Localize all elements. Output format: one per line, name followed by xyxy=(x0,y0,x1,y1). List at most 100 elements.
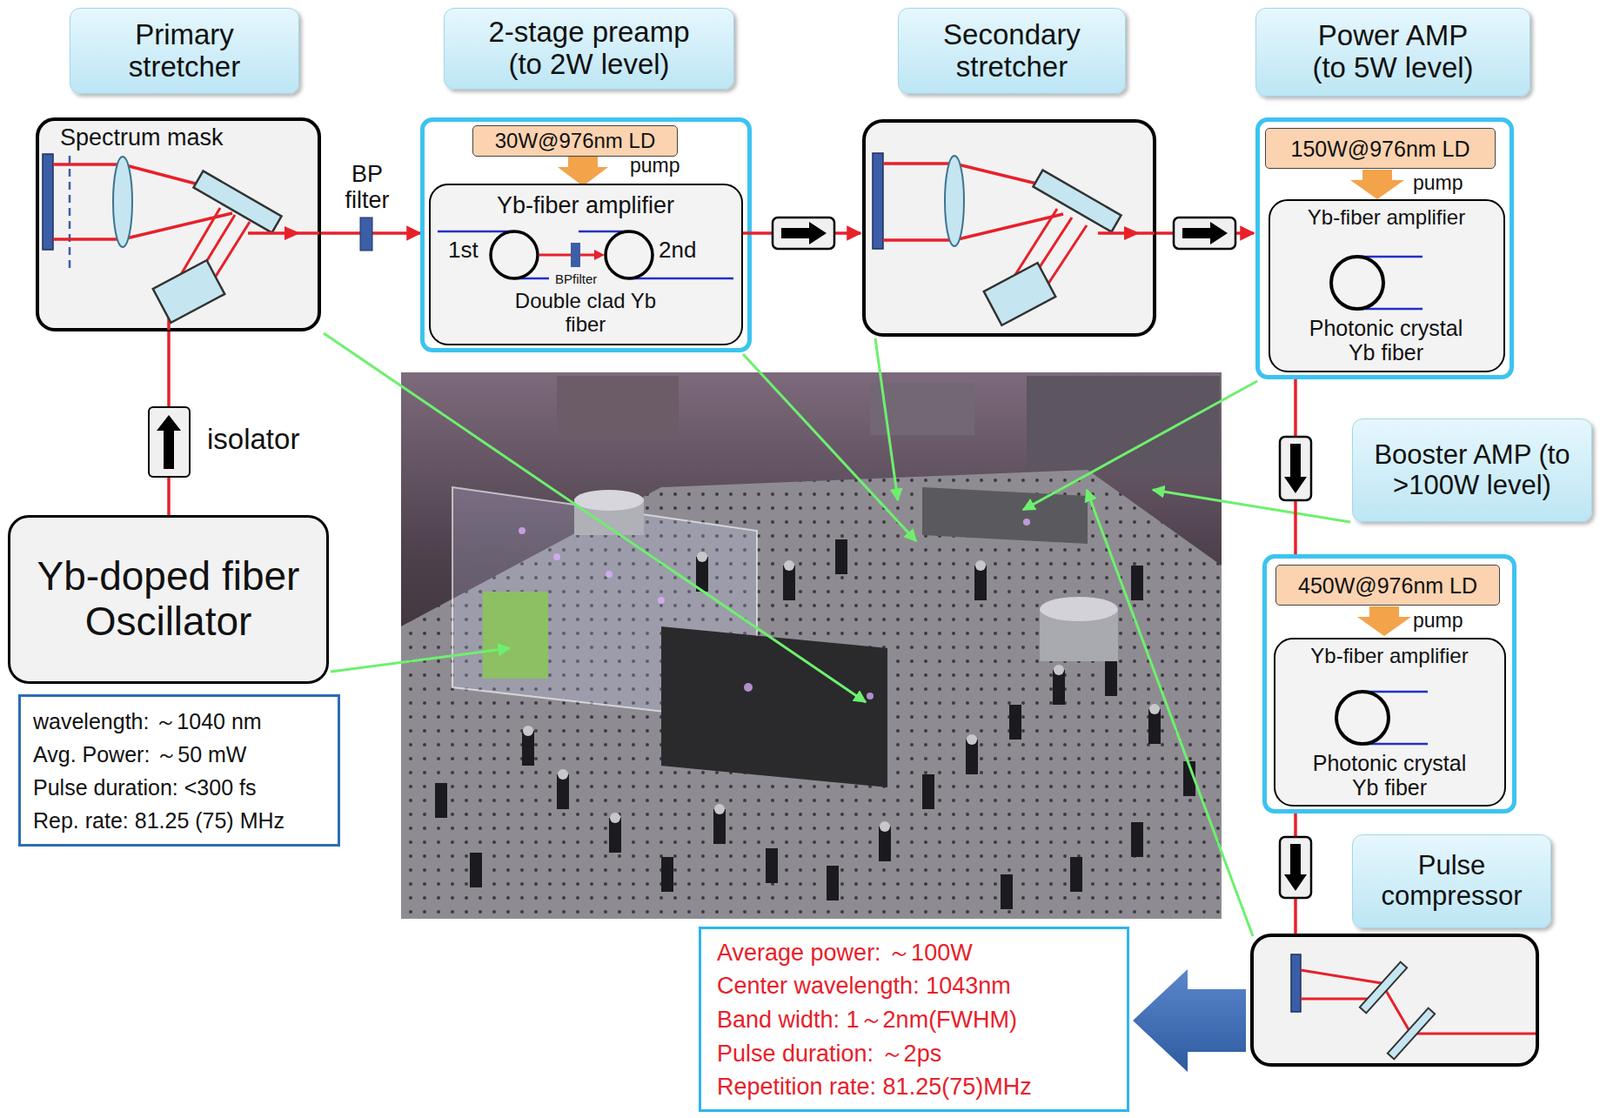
bp-filter-symbol xyxy=(360,217,373,251)
leader-line xyxy=(1023,381,1258,510)
section-header: Power AMP (to 5W level) xyxy=(1255,7,1531,97)
lab-photo xyxy=(975,560,986,571)
node-text: isolator xyxy=(207,423,338,456)
text-slot: pump xyxy=(1412,172,1483,195)
output-spec-box: Average power: ～100W Center wavelength: 1… xyxy=(698,926,1130,1112)
lab-photo xyxy=(714,803,725,815)
leader-line xyxy=(323,333,866,703)
node-text: 450W@976nm LD xyxy=(1298,573,1478,598)
node-text: Pulse duration: ～2ps xyxy=(716,1040,1118,1067)
lab-photo xyxy=(518,527,526,535)
lab-photo xyxy=(435,539,1196,910)
lab-photo xyxy=(1131,822,1144,857)
section-header: Pulse compressor xyxy=(1352,834,1552,929)
isolator-symbol xyxy=(781,221,827,245)
isolator-box: isolator xyxy=(147,406,191,478)
lab-photo xyxy=(1104,661,1118,697)
box-drawing xyxy=(605,231,653,279)
box-drawing xyxy=(570,242,581,268)
lab-photo xyxy=(1149,703,1160,715)
lab-photo xyxy=(435,783,448,818)
amplifier-stage: pump30W@976nm LDYb-fiber amplifier1stBPf… xyxy=(420,117,752,353)
node-text: 30W@976nm LD xyxy=(495,129,656,154)
lab-photo xyxy=(522,551,1160,832)
secondary-stretcher-drawing xyxy=(872,153,884,249)
secondary-stretcher-drawing xyxy=(883,163,1055,188)
text-slot: Avg. Power: ～50 mW xyxy=(33,742,329,767)
amplifier-stage: pump 150W@976nm LD Yb-fiber amplifierPhoto… xyxy=(1255,117,1514,380)
box-drawing xyxy=(42,153,54,250)
text-slot: BPfilter xyxy=(555,272,625,288)
secondary-stretcher-drawing xyxy=(883,214,1064,241)
box-drawing xyxy=(629,277,734,281)
leader-line xyxy=(1152,489,1351,523)
stretcher-box: Spectrum mask xyxy=(35,117,322,332)
section-header: Secondary stretcher xyxy=(897,7,1126,94)
node-text: BPfilter xyxy=(555,272,625,288)
text-slot: Center wavelength: 1043nm xyxy=(716,972,1118,999)
pulse-compressor-drawing xyxy=(1251,935,1538,1065)
node-text: Avg. Power: ～50 mW xyxy=(33,742,329,767)
box-drawing xyxy=(156,415,181,469)
box-drawing xyxy=(743,231,752,235)
node-text: Pulse duration: <300 fs xyxy=(33,775,329,800)
node-text: Yb-fiber amplifier xyxy=(430,192,741,219)
isolator-symbol xyxy=(1284,443,1307,494)
part-label: BP filter xyxy=(328,161,406,214)
output-arrow xyxy=(1132,969,1246,1072)
lab-photo xyxy=(1070,856,1083,892)
pulse-compressor-drawing xyxy=(1251,935,1538,1065)
lab-photo xyxy=(1026,375,1220,472)
text-slot: Average power: ～100W xyxy=(716,939,1118,966)
node-text: Photonic crystal Yb fiber xyxy=(1298,315,1473,365)
box-drawing xyxy=(247,231,320,235)
text-slot: isolator xyxy=(207,423,338,456)
text-slot: Yb-fiber amplifier xyxy=(1270,206,1503,230)
box-drawing xyxy=(39,120,325,335)
lab-photo xyxy=(661,626,888,788)
lab-photo xyxy=(1053,664,1065,676)
text-slot: Yb-fiber amplifier xyxy=(430,192,741,219)
node-text: Secondary stretcher xyxy=(907,19,1117,84)
node-text: Spectrum mask xyxy=(60,124,304,151)
text-slot: Pulse duration: ～2ps xyxy=(716,1040,1118,1067)
node-text: Average power: ～100W xyxy=(716,939,1118,966)
text-slot: Pulse duration: <300 fs xyxy=(33,775,329,800)
lab-photo xyxy=(401,372,1222,919)
lab-photo xyxy=(922,774,935,810)
lab-photo xyxy=(661,856,674,892)
node-text: Yb-doped fiber Oscillator xyxy=(13,554,323,644)
node-text: pump xyxy=(1412,609,1483,633)
text-slot: Band width: 1～2nm(FWHM) xyxy=(716,1006,1118,1033)
lab-photo xyxy=(609,812,621,824)
box-drawing xyxy=(594,249,605,261)
lab-photo xyxy=(482,591,549,679)
node-text: Rep. rate: 81.25 (75) MHz xyxy=(33,808,329,833)
pump-diode: 30W@976nm LD xyxy=(472,125,678,157)
lab-photo xyxy=(574,489,644,511)
isolator-symbol xyxy=(1279,836,1312,898)
node-text: Booster AMP (to >100W level) xyxy=(1367,440,1577,501)
node-text: Photonic crystal Yb fiber xyxy=(1302,750,1477,800)
lab-photo xyxy=(1131,565,1144,601)
lab-photo xyxy=(1023,518,1031,526)
lab-photo xyxy=(966,734,978,745)
lab-photo xyxy=(469,852,483,888)
lab-photo xyxy=(401,372,1222,919)
text-slot: Photonic crystal Yb fiber xyxy=(1298,315,1473,365)
secondary-stretcher-drawing xyxy=(863,120,1155,335)
node-text: Yb-fiber amplifier xyxy=(1275,644,1504,669)
beam-line xyxy=(1234,231,1254,235)
lab-photo xyxy=(922,487,1088,544)
text-slot: 1st xyxy=(448,237,492,263)
box-drawing xyxy=(153,260,225,323)
lab-photo xyxy=(605,570,613,578)
text-slot: Yb-fiber amplifier xyxy=(1275,644,1504,669)
leader-line xyxy=(323,333,1351,937)
pulse-compressor-drawing xyxy=(1387,1008,1435,1060)
secondary-stretcher-drawing xyxy=(984,262,1056,326)
pump-diode: 150W@976nm LD xyxy=(1265,127,1496,169)
node-text: 2-stage preamp (to 2W level) xyxy=(480,16,698,81)
text-slot: wavelength: ～1040 nm xyxy=(33,709,329,734)
